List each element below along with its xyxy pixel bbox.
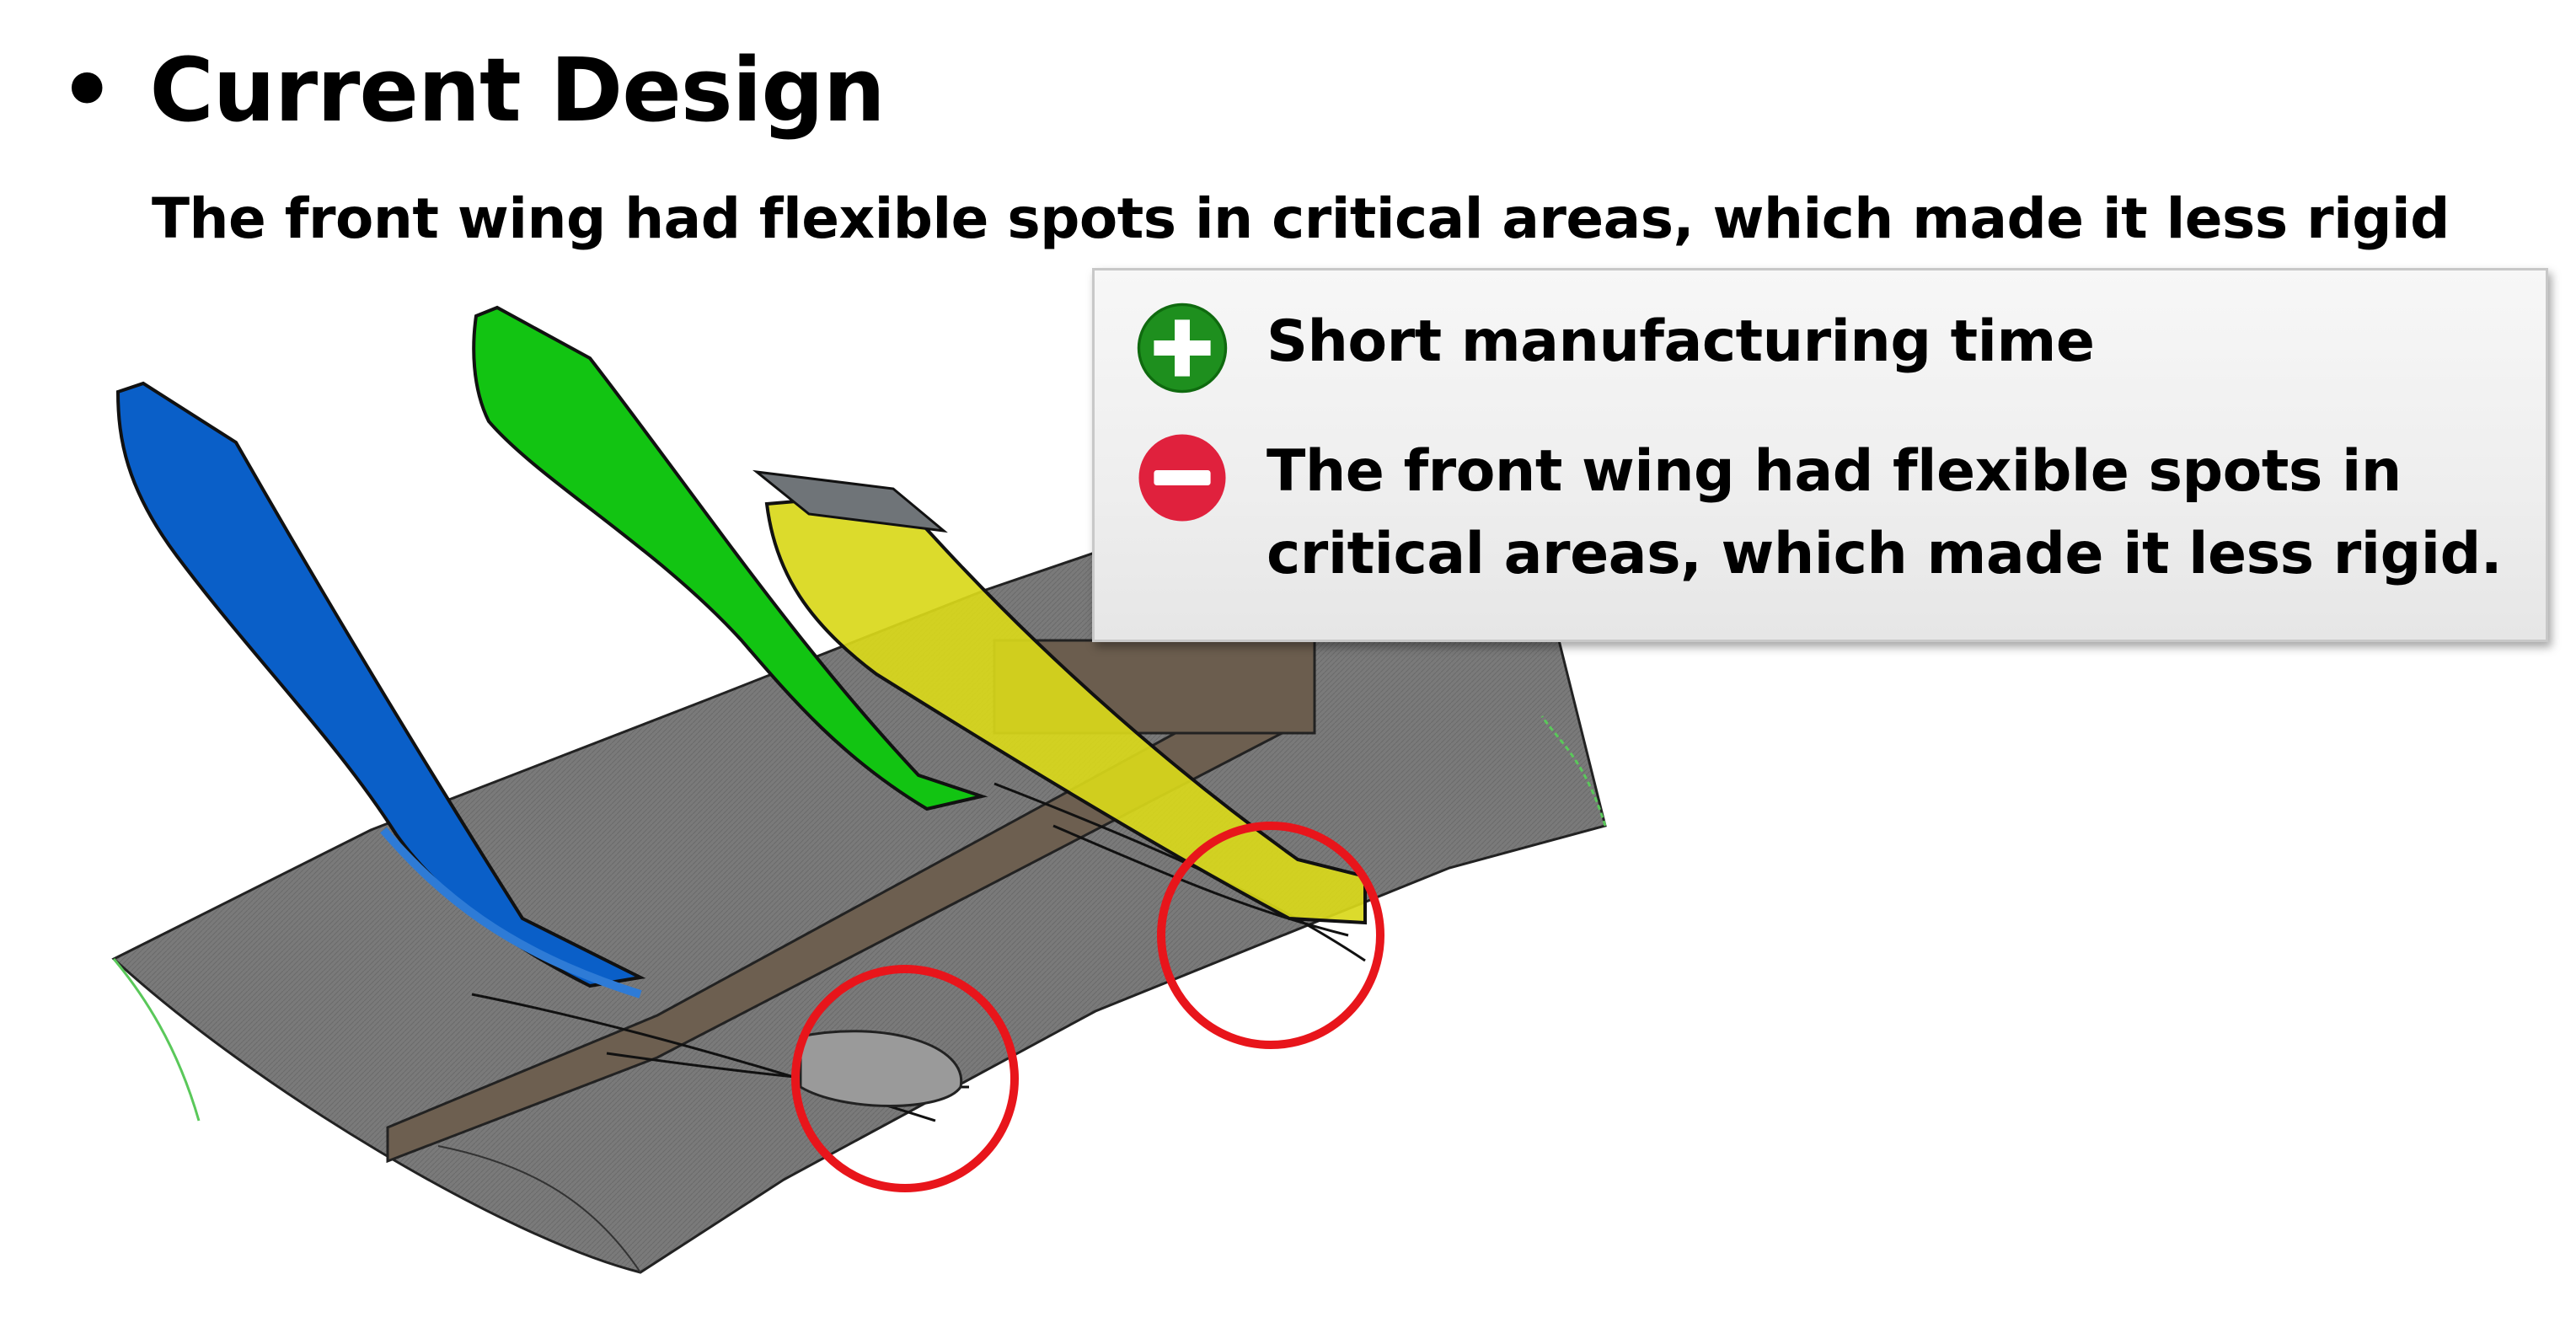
con-item: The front wing had flexible spots in cri… <box>1095 431 2530 596</box>
pro-text: Short manufacturing time <box>1267 308 2095 375</box>
bullet-icon: • <box>59 39 115 142</box>
minus-circle-icon <box>1138 434 1226 522</box>
pros-cons-panel: Short manufacturing time The front wing … <box>1092 268 2548 642</box>
yellow-fin <box>764 490 1367 925</box>
plus-circle-icon <box>1137 303 1228 394</box>
flex-spot-circle-1 <box>791 965 1019 1192</box>
con-text: The front wing had flexible spots in cri… <box>1267 438 2503 587</box>
page-title: • Current Design <box>59 39 886 142</box>
green-fin <box>472 305 988 811</box>
pro-item: Short manufacturing time <box>1095 301 2530 395</box>
title-text: Current Design <box>149 39 885 142</box>
flex-spot-circle-2 <box>1157 822 1384 1049</box>
subtitle: The front wing had flexible spots in cri… <box>152 186 2450 251</box>
